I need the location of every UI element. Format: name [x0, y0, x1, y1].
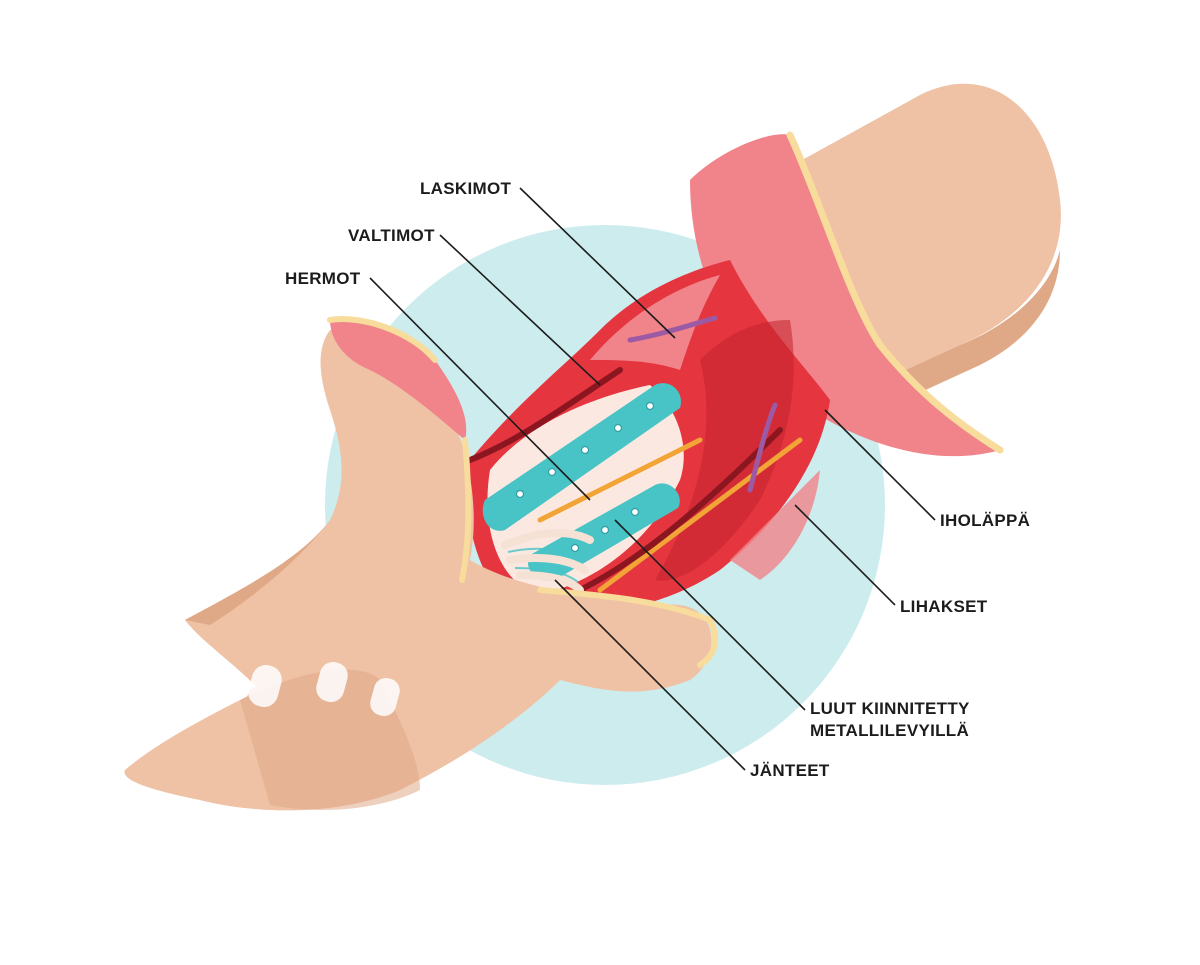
bones [482, 383, 681, 581]
label-hermot: HERMOT [285, 269, 361, 288]
leader-lines [369, 187, 936, 771]
label-laskimot: LASKIMOT [420, 179, 512, 198]
veins [627, 315, 778, 493]
label-luut-line2: METALLILEVYILLÄ [810, 721, 970, 740]
skin-flap-palm [537, 587, 719, 668]
leader-line-hermot [369, 277, 591, 501]
tendons [501, 529, 594, 594]
leader-line-laskimot [519, 187, 676, 339]
label-janteet: JÄNTEET [750, 761, 830, 780]
label-lihakset: LIHAKSET [900, 597, 988, 616]
leader-line-janteet [554, 579, 746, 771]
leader-line-luut [614, 519, 806, 711]
hand [124, 330, 712, 811]
leader-line-lihakset [794, 504, 896, 606]
label-valtimot: VALTIMOT [348, 226, 435, 245]
label-luut-line1: LUUT KIINNITETTY [810, 699, 970, 718]
skin-flap-thumb [327, 316, 472, 583]
label-iholappa: IHOLÄPPÄ [940, 511, 1031, 530]
leader-line-iholappa [824, 409, 936, 521]
nerves [537, 437, 803, 593]
leader-line-valtimot [439, 234, 601, 386]
